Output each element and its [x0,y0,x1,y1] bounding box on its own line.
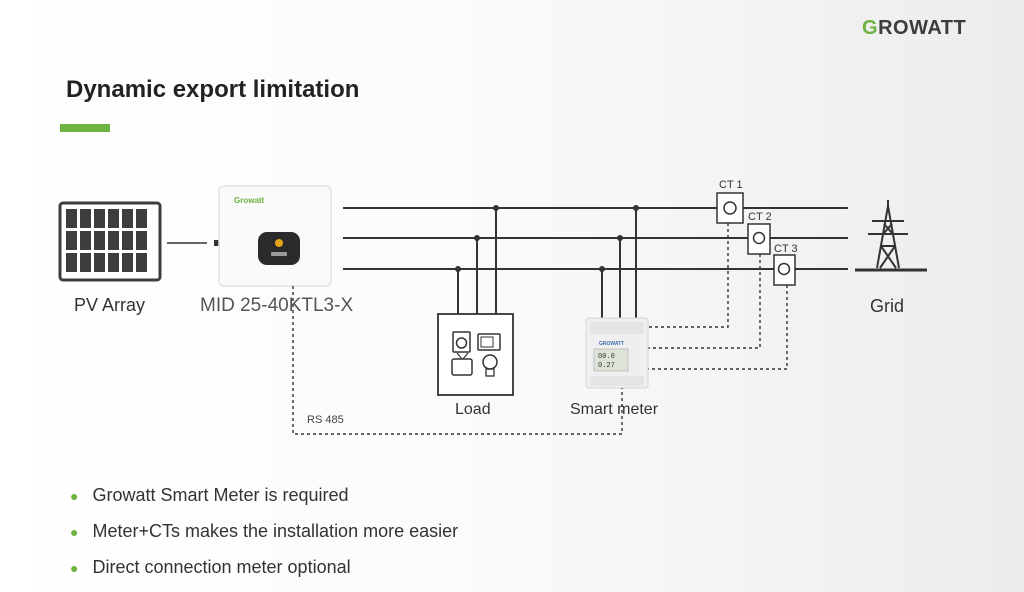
ct3-label: CT 3 [774,243,798,255]
pv-array-label: PV Array [74,295,146,315]
load-box [437,313,514,396]
grid-tower-icon [855,200,927,272]
ct2-label: CT 2 [748,211,772,223]
smart-meter-icon: GROWATT 00.0 0.27 [585,317,649,389]
load-drops [457,208,497,314]
page-title: Dynamic export limitation [66,76,360,103]
load-label: Load [455,401,491,418]
inverter-model-label: MID 25-40KTL3-X [200,295,354,316]
grid-label: Grid [870,296,905,316]
phase-lines [343,207,848,270]
meter-display-line1: 00.0 [598,353,615,361]
inverter-dc-connector [214,240,219,246]
feature-list: ●Growatt Smart Meter is required ●Meter+… [70,484,458,592]
washing-machine-icon [452,331,471,353]
microwave-icon [477,333,501,351]
smart-meter-label: Smart meter [570,401,659,418]
rs485-label: RS 485 [307,414,344,426]
load-junctions [455,205,499,272]
growatt-logo: GROWATT [862,17,967,39]
bullet-icon: ● [70,488,79,504]
svg-text:GROWATT: GROWATT [599,341,624,347]
ct-signal-wires [648,223,788,370]
meter-display-line2: 0.27 [598,362,615,370]
inverter-brand-text: Growatt [234,196,265,205]
list-item: ●Direct connection meter optional [70,557,351,577]
meter-drops [601,208,637,318]
ct1-clamp-icon [716,192,744,224]
light-bulb-icon [482,354,498,377]
bullet-icon: ● [70,524,79,540]
rs485-wire [292,286,623,435]
bullet-icon: ● [70,560,79,576]
ct2-clamp-icon [747,223,771,255]
inverter-icon: Growatt [218,185,332,287]
title-accent-bar [60,124,110,132]
list-item: ●Meter+CTs makes the installation more e… [70,521,459,541]
ct3-clamp-icon [773,254,796,286]
list-item: ●Growatt Smart Meter is required [70,485,349,505]
meter-junctions [599,205,639,272]
tv-icon [451,352,473,376]
pv-array-icon [58,201,162,282]
ct1-label: CT 1 [719,179,743,191]
